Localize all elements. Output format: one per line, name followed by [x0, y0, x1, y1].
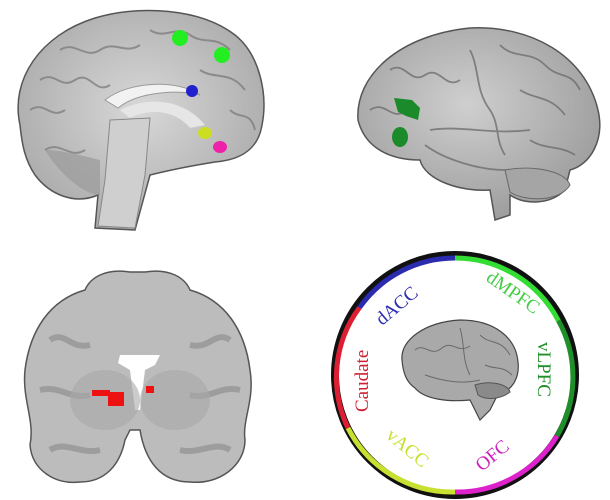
ring-segment-dacc [357, 255, 456, 310]
activation-blobs [392, 98, 420, 147]
legend-ring-image: dACC dMPFC vLPFC OFC vACC Caudate [331, 251, 579, 499]
ring-segment-ofc [454, 434, 560, 495]
sagittal-brain-image [17, 9, 265, 231]
ring-segment-vlpfc [554, 319, 576, 438]
ring-segment-dmpfc [454, 255, 561, 322]
label-ofc: OFC [472, 436, 514, 476]
activation-blobs [92, 386, 154, 406]
lateral-brain-image [357, 27, 601, 221]
brain-icon [401, 319, 519, 422]
region-legend-ring: dACC dMPFC vLPFC OFC vACC Caudate [330, 250, 580, 500]
ring-segment-caudate [333, 306, 362, 430]
sagittal-brain-panel [0, 0, 300, 240]
label-vacc: vACC [382, 425, 433, 472]
label-vlpfc: vLPFC [533, 342, 554, 397]
ring-segment-vacc [345, 426, 456, 495]
activation-blobs [172, 30, 230, 153]
label-dacc: dACC [372, 283, 423, 330]
coronal-brain-panel [10, 260, 270, 500]
label-caudate: Caudate [352, 350, 373, 412]
lateral-brain-panel [330, 20, 610, 230]
coronal-brain-image [23, 270, 252, 484]
